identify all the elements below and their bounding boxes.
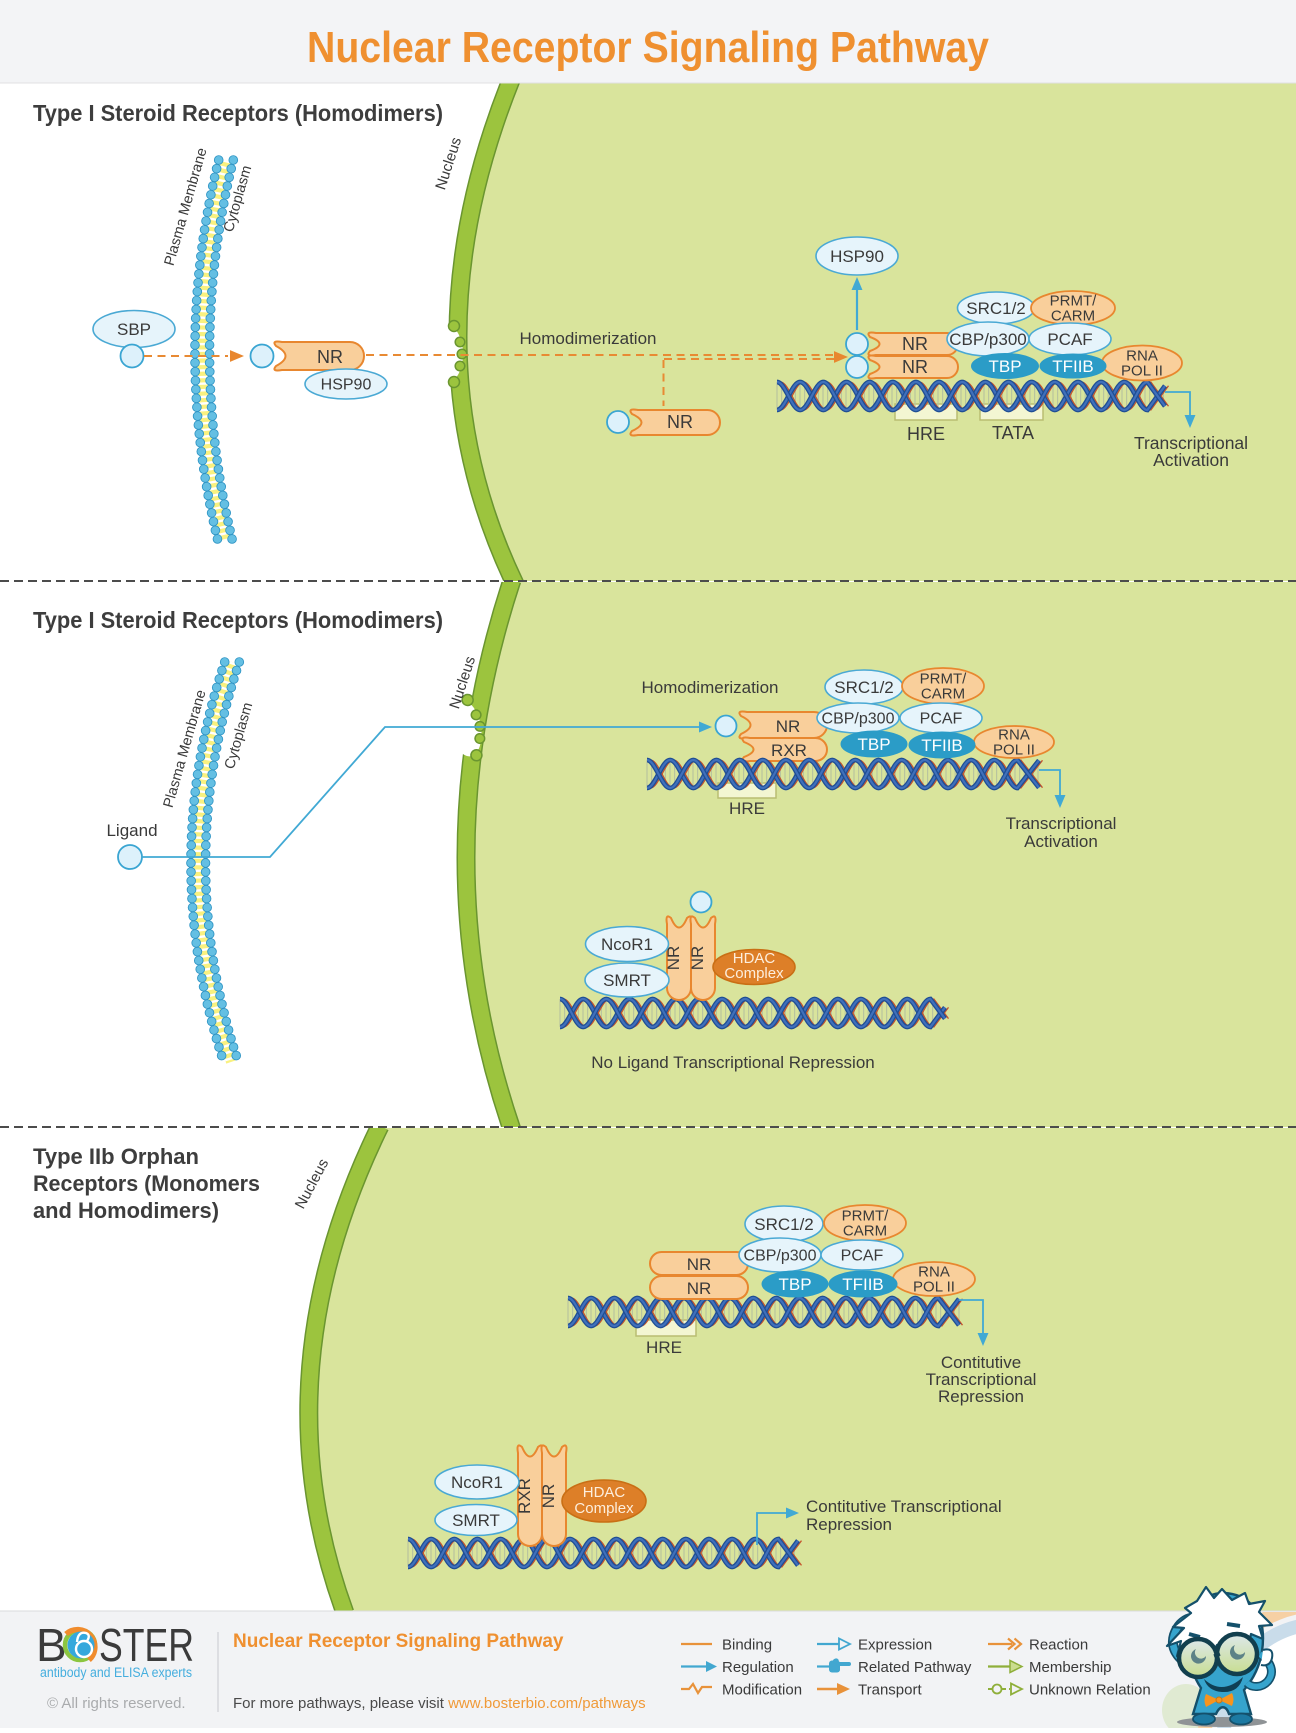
svg-text:PCAF: PCAF [920,711,963,728]
svg-text:Complex: Complex [574,1500,634,1517]
svg-text:Homodimerization: Homodimerization [642,678,779,697]
svg-text:Binding: Binding [722,1637,772,1654]
svg-text:CBP/p300: CBP/p300 [822,711,895,728]
svg-text:For more pathways, please visi: For more pathways, please visit www.bost… [233,1695,646,1712]
svg-text:NR: NR [317,347,343,367]
svg-text:CBP/p300: CBP/p300 [949,330,1027,349]
svg-text:Receptors (Monomers: Receptors (Monomers [33,1171,260,1196]
svg-text:SRC1/2: SRC1/2 [834,678,894,697]
svg-text:Reaction: Reaction [1029,1637,1088,1654]
svg-text:TBP: TBP [857,735,890,754]
svg-text:Repression: Repression [938,1387,1024,1406]
svg-text:© All rights reserved.: © All rights reserved. [47,1695,186,1712]
svg-text:POL II: POL II [1121,362,1163,379]
svg-text:SBP: SBP [117,320,151,339]
svg-text:TFIIB: TFIIB [921,736,963,755]
svg-text:SMRT: SMRT [452,1511,500,1530]
svg-text:Related Pathway: Related Pathway [858,1659,972,1676]
svg-text:NR: NR [664,946,683,971]
svg-text:NcoR1: NcoR1 [601,935,653,954]
svg-text:Homodimerization: Homodimerization [520,329,657,348]
svg-text:RNA: RNA [998,726,1030,743]
svg-text:PRMT/: PRMT/ [1050,292,1097,309]
svg-text:Transport: Transport [858,1682,922,1699]
svg-text:HRE: HRE [907,424,945,444]
svg-text:HRE: HRE [646,1338,682,1357]
svg-text:SMRT: SMRT [603,971,651,990]
svg-text:PCAF: PCAF [841,1248,884,1265]
svg-text:NR: NR [687,1279,712,1298]
svg-text:Type I Steroid Receptors (Homo: Type I Steroid Receptors (Homodimers) [33,100,443,126]
svg-text:PRMT/: PRMT/ [920,670,967,687]
svg-text:Unknown Relation: Unknown Relation [1029,1682,1151,1699]
svg-text:TATA: TATA [992,423,1034,443]
svg-text:Modification: Modification [722,1682,802,1699]
svg-text:POL II: POL II [993,741,1035,758]
svg-text:SRC1/2: SRC1/2 [754,1215,814,1234]
svg-text:Transcriptional: Transcriptional [1134,433,1248,453]
svg-text:Contitutive Transcriptional: Contitutive Transcriptional [806,1497,1002,1516]
svg-text:NR: NR [776,717,801,736]
svg-text:HRE: HRE [729,799,765,818]
svg-text:HSP90: HSP90 [830,247,884,266]
svg-text:TFIIB: TFIIB [842,1275,884,1294]
svg-text:Ligand: Ligand [106,821,157,840]
svg-text:No Ligand Transcriptional Repr: No Ligand Transcriptional Repression [591,1053,875,1072]
svg-text:RXR: RXR [515,1478,534,1514]
svg-text:Nuclear Receptor Signaling Pat: Nuclear Receptor Signaling Pathway [233,1631,564,1652]
svg-text:NcoR1: NcoR1 [451,1473,503,1492]
svg-text:Expression: Expression [858,1637,932,1654]
svg-text:CARM: CARM [921,685,965,702]
svg-text:Transcriptional: Transcriptional [1006,814,1117,833]
svg-text:NR: NR [667,412,693,432]
svg-text:NR: NR [902,334,928,354]
svg-text:HDAC: HDAC [583,1484,626,1501]
svg-text:TBP: TBP [778,1275,811,1294]
svg-text:PRMT/: PRMT/ [842,1207,889,1224]
svg-text:Transcriptional: Transcriptional [926,1370,1037,1389]
svg-text:Repression: Repression [806,1515,892,1534]
svg-text:antibody and ELISA experts: antibody and ELISA experts [40,1665,192,1680]
svg-text:Activation: Activation [1024,832,1098,851]
svg-text:Type IIb Orphan: Type IIb Orphan [33,1144,199,1169]
svg-text:CARM: CARM [843,1222,887,1239]
svg-text:SRC1/2: SRC1/2 [966,299,1026,318]
svg-text:HSP90: HSP90 [321,377,372,394]
svg-text:Membership: Membership [1029,1659,1112,1676]
svg-text:POL II: POL II [913,1278,955,1295]
svg-text:Type I Steroid Receptors (Homo: Type I Steroid Receptors (Homodimers) [33,607,443,633]
svg-text:RXR: RXR [771,741,807,760]
svg-text:B: B [36,1619,67,1671]
svg-text:PCAF: PCAF [1047,330,1092,349]
svg-text:RNA: RNA [1126,347,1158,364]
svg-text:Contitutive: Contitutive [941,1353,1021,1372]
svg-text:NR: NR [687,1255,712,1274]
svg-text:TBP: TBP [988,357,1021,376]
svg-text:NR: NR [902,357,928,377]
svg-text:NR: NR [539,1484,558,1509]
svg-text:CBP/p300: CBP/p300 [744,1248,817,1265]
svg-text:Nuclear Receptor Signaling Pat: Nuclear Receptor Signaling Pathway [307,23,989,72]
svg-text:and Homodimers): and Homodimers) [33,1198,219,1223]
svg-text:STER: STER [99,1619,194,1671]
svg-text:Regulation: Regulation [722,1659,794,1676]
svg-text:HDAC: HDAC [733,950,776,967]
svg-text:RNA: RNA [918,1263,950,1280]
svg-text:CARM: CARM [1051,307,1095,324]
svg-text:Complex: Complex [724,965,784,982]
svg-text:NR: NR [688,946,707,971]
svg-text:TFIIB: TFIIB [1052,357,1094,376]
svg-text:Activation: Activation [1153,450,1229,470]
